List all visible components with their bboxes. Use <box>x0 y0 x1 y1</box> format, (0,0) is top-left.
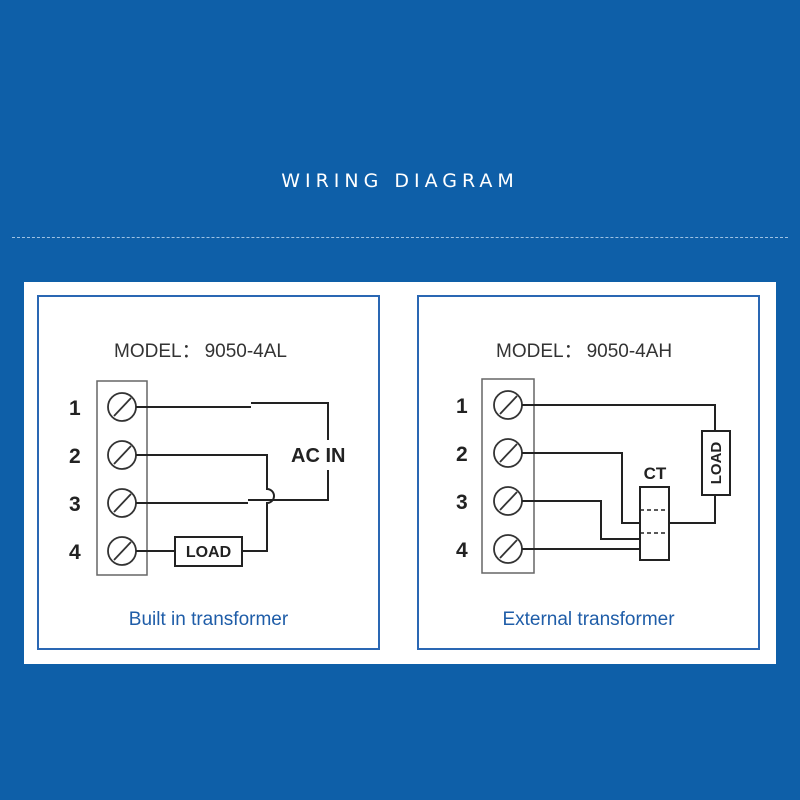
load-label: LOAD <box>186 544 231 561</box>
ac-in-label: AC IN <box>291 445 345 467</box>
terminal-number-2: 2 <box>456 443 468 466</box>
wires <box>522 404 716 550</box>
screw-1-icon <box>493 390 523 420</box>
terminal-number-3: 3 <box>69 493 81 516</box>
diagram-caption: External transformer <box>502 609 675 630</box>
terminal-number-1: 1 <box>69 397 81 420</box>
screw-4-icon <box>493 534 523 564</box>
terminal-number-4: 4 <box>456 539 468 562</box>
wires <box>136 402 329 552</box>
screw-3-icon <box>107 488 137 518</box>
current-transformer <box>639 486 670 561</box>
terminal-number-4: 4 <box>69 541 81 564</box>
wiring-diagram-external: MODEL：9050-4AH 1 2 3 4 <box>456 341 731 574</box>
screw-1-icon <box>107 392 137 422</box>
diagram-caption: Built in transformer <box>128 609 289 630</box>
model-label: MODEL：9050-4AH <box>496 341 672 362</box>
diagram-card-built-in: MODEL：9050-4AL 1 2 3 4 <box>37 295 380 650</box>
screw-2-icon <box>493 438 523 468</box>
model-label: MODEL：9050-4AL <box>114 341 287 362</box>
load-label: LOAD <box>708 442 725 485</box>
screw-4-icon <box>107 536 137 566</box>
wiring-diagram-built-in: MODEL：9050-4AL 1 2 3 4 <box>69 341 345 576</box>
screw-3-icon <box>493 486 523 516</box>
terminal-number-2: 2 <box>69 445 81 468</box>
dashed-divider <box>12 237 788 238</box>
load-box <box>174 536 243 567</box>
terminal-number-3: 3 <box>456 491 468 514</box>
ct-label: CT <box>644 464 667 483</box>
terminal-number-1: 1 <box>456 395 468 418</box>
page-title: WIRING DIAGRAM <box>281 170 519 192</box>
diagram-card-external: MODEL：9050-4AH 1 2 3 4 <box>417 295 760 650</box>
load-box <box>701 430 731 496</box>
screw-2-icon <box>107 440 137 470</box>
